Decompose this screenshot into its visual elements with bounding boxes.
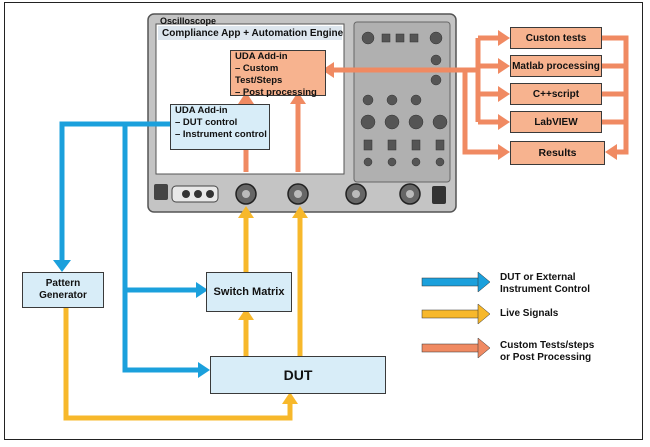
salmon-arrow-to-results bbox=[462, 70, 500, 155]
front-port bbox=[182, 190, 190, 198]
legend-yellow-label: Live Signals bbox=[500, 308, 558, 320]
pattern-generator-line1: Pattern bbox=[45, 278, 81, 289]
control-knob bbox=[360, 114, 376, 130]
control-button bbox=[381, 33, 391, 43]
tool-cpp-script: C++script bbox=[510, 83, 602, 105]
control-knob bbox=[408, 114, 424, 130]
legend-blue-label: DUT or External Instrument Control bbox=[500, 272, 590, 296]
tool-matlab-processing: Matlab processing bbox=[510, 55, 602, 77]
control-knob bbox=[363, 157, 373, 167]
control-knob bbox=[429, 31, 443, 45]
dut-box: DUT bbox=[210, 356, 386, 394]
control-knob bbox=[362, 94, 374, 106]
control-button bbox=[409, 33, 419, 43]
control-knob bbox=[387, 157, 397, 167]
tool-results: Results bbox=[510, 141, 605, 165]
blue-arrow-to-dut bbox=[122, 124, 200, 373]
legend-blue-line2: Instrument Control bbox=[500, 284, 590, 295]
control-knob bbox=[361, 31, 375, 45]
pattern-generator-line2: Generator bbox=[39, 290, 87, 301]
front-port bbox=[194, 190, 202, 198]
control-knob bbox=[430, 54, 442, 66]
uda-custom-box: UDA Add-in – Custom Test/Steps – Post pr… bbox=[230, 50, 326, 98]
yellow-arrow-pattern-to-dut bbox=[63, 308, 293, 421]
legend-yellow-line1: Live Signals bbox=[500, 308, 559, 319]
control-button bbox=[435, 139, 445, 151]
legend-salmon-line2: or Post Processing bbox=[500, 352, 592, 363]
uda-dut-title: UDA Add-in bbox=[175, 105, 228, 116]
screen-header-bar bbox=[158, 26, 342, 40]
control-button bbox=[411, 139, 421, 151]
blue-arrow-to-pattern-generator bbox=[59, 121, 175, 262]
legend-blue-line1: DUT or External bbox=[500, 272, 576, 283]
control-knob bbox=[430, 74, 442, 86]
legend-salmon-line1: Custom Tests/steps bbox=[500, 340, 595, 351]
uda-custom-title: UDA Add-in bbox=[235, 51, 288, 62]
oscilloscope-title: Oscilloscope bbox=[160, 16, 217, 26]
control-knob bbox=[410, 94, 422, 106]
tool-labview: LabVIEW bbox=[510, 111, 602, 133]
uda-dut-line1: – DUT control bbox=[175, 117, 238, 128]
pattern-generator-box: Pattern Generator bbox=[22, 272, 104, 308]
legend-salmon-label: Custom Tests/steps or Post Processing bbox=[500, 340, 594, 364]
control-panel bbox=[353, 21, 451, 183]
switch-matrix-box: Switch Matrix bbox=[206, 272, 292, 312]
tool-custom-tests: Custon tests bbox=[510, 27, 602, 49]
control-knob bbox=[384, 114, 400, 130]
figure-border bbox=[4, 2, 643, 440]
control-knob bbox=[432, 114, 448, 130]
uda-custom-line1: – Custom Test/Steps bbox=[235, 63, 283, 86]
power-button bbox=[154, 184, 168, 200]
uda-dut-line2: – Instrument control bbox=[175, 129, 267, 140]
front-port bbox=[206, 190, 214, 198]
control-button bbox=[395, 33, 405, 43]
control-button bbox=[387, 139, 397, 151]
uda-custom-line2: – Post processing bbox=[235, 87, 317, 98]
uda-dut-box: UDA Add-in – DUT control – Instrument co… bbox=[170, 104, 270, 150]
control-knob bbox=[435, 157, 445, 167]
legend-arrows bbox=[421, 271, 491, 359]
screen-header: Compliance App + Automation Engine bbox=[162, 28, 344, 39]
control-knob bbox=[386, 94, 398, 106]
rear-port bbox=[432, 186, 446, 204]
control-knob bbox=[411, 157, 421, 167]
control-button bbox=[363, 139, 373, 151]
